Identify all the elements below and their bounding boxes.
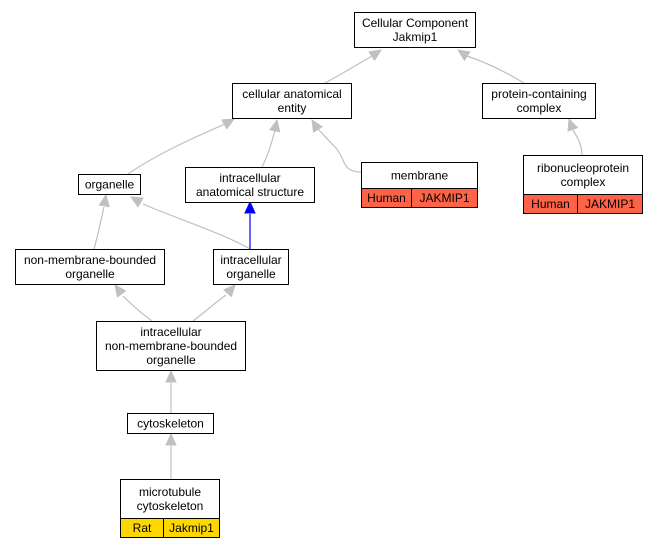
node-cytoskeleton[interactable]: cytoskeleton: [127, 413, 214, 434]
node-box: [232, 83, 352, 119]
node-label-line: cytoskeleton: [137, 499, 204, 513]
node-box: [127, 413, 214, 434]
edge-intracellular-non-membrane-bounded-organelle-to-non-membrane-bounded-organelle: [114, 284, 153, 322]
gene-label: Jakmip1: [169, 521, 214, 535]
edge-line: [466, 55, 525, 84]
arrowhead-icon: [456, 49, 471, 62]
node-label-line: anatomical structure: [196, 185, 304, 199]
species-label: Human: [531, 197, 570, 211]
node-label-line: intracellular: [219, 171, 280, 185]
arrowhead-icon: [165, 369, 177, 383]
edge-membrane-to-cellular-anatomical-entity: [311, 118, 362, 173]
edge-intracellular-organelle-to-organelle: [129, 196, 251, 250]
node-label-line: non-membrane-bounded: [24, 253, 156, 267]
edge-line: [127, 123, 226, 175]
node-label-line: cytoskeleton: [137, 417, 204, 431]
arrowhead-icon: [223, 284, 236, 298]
gene-label: JAKMIP1: [585, 197, 635, 211]
node-label-line: intracellular: [140, 325, 201, 339]
arrowhead-icon: [244, 200, 256, 214]
edge-intracellular-non-membrane-bounded-organelle-to-intracellular-organelle: [192, 284, 236, 322]
edge-organelle-to-cellular-anatomical-entity: [127, 118, 236, 175]
arrowhead-icon: [129, 196, 144, 208]
node-label-line: protein-containing: [491, 87, 586, 101]
edge-cytoskeleton-to-intracellular-non-membrane-bounded-organelle: [165, 369, 177, 413]
edge-cellular-anatomical-entity-to-root: [324, 49, 383, 84]
node-label-line: microtubule: [139, 485, 201, 499]
node-organelle[interactable]: organelle: [78, 174, 141, 195]
arrowhead-icon: [114, 284, 127, 298]
arrowhead-icon: [98, 193, 110, 208]
edge-protein-containing-complex-to-root: [456, 49, 525, 84]
gene-cell: [411, 188, 478, 208]
node-label-line: intracellular: [220, 253, 281, 267]
edge-intracellular-anatomical-structure-to-cellular-anatomical-entity: [261, 118, 281, 168]
node-label-line: Jakmip1: [393, 30, 438, 44]
node-label-line: organelle: [146, 353, 196, 367]
edge-line: [142, 203, 251, 250]
node-label-line: ribonucleoprotein: [537, 161, 629, 175]
edge-line: [192, 294, 227, 322]
node-box: [354, 12, 476, 48]
node-label-line: non-membrane-bounded: [105, 339, 237, 353]
node-box: [96, 321, 246, 371]
node-box: [15, 249, 165, 285]
edge-intracellular-organelle-to-intracellular-anatomical-structure: [244, 200, 256, 249]
node-label-line: entity: [278, 101, 307, 115]
arrowhead-icon: [165, 432, 177, 446]
node-box: [185, 167, 315, 203]
edge-line: [316, 127, 362, 173]
edge-line: [572, 129, 583, 156]
node-label-line: complex: [517, 101, 562, 115]
arrowhead-icon: [368, 49, 383, 62]
node-label-line: membrane: [391, 169, 449, 183]
node-label-line: cellular anatomical: [242, 87, 341, 101]
species-label: Human: [367, 191, 406, 205]
arrowhead-icon: [269, 118, 281, 133]
node-label-line: Cellular Component: [362, 16, 469, 30]
node-label-line: organelle: [65, 267, 115, 281]
arrowhead-icon: [311, 118, 323, 133]
species-label: Rat: [133, 521, 152, 535]
edge-microtubule-cytoskeleton-to-cytoskeleton: [165, 432, 177, 479]
node-box: [213, 249, 289, 285]
gene-cell: [577, 194, 643, 214]
gene-cell: [163, 518, 220, 538]
node-box: [482, 83, 596, 119]
edges-layer: [93, 49, 583, 479]
edge-line: [93, 206, 105, 250]
edge-line: [122, 295, 153, 322]
arrowhead-icon: [567, 117, 579, 132]
node-label-line: complex: [561, 175, 606, 189]
gene-label: JAKMIP1: [419, 191, 469, 205]
edge-ribonucleoprotein-complex-to-protein-containing-complex: [567, 117, 583, 156]
edge-non-membrane-bounded-organelle-to-organelle: [93, 193, 110, 250]
arrowhead-icon: [221, 118, 236, 130]
node-label-line: organelle: [226, 267, 276, 281]
node-label-line: organelle: [85, 178, 135, 192]
edge-line: [324, 55, 373, 84]
edge-line: [261, 129, 276, 168]
node-intracellular-non-membrane-bounded-organelle[interactable]: intracellularnon-membrane-boundedorganel…: [96, 321, 246, 371]
node-box: [78, 174, 141, 195]
